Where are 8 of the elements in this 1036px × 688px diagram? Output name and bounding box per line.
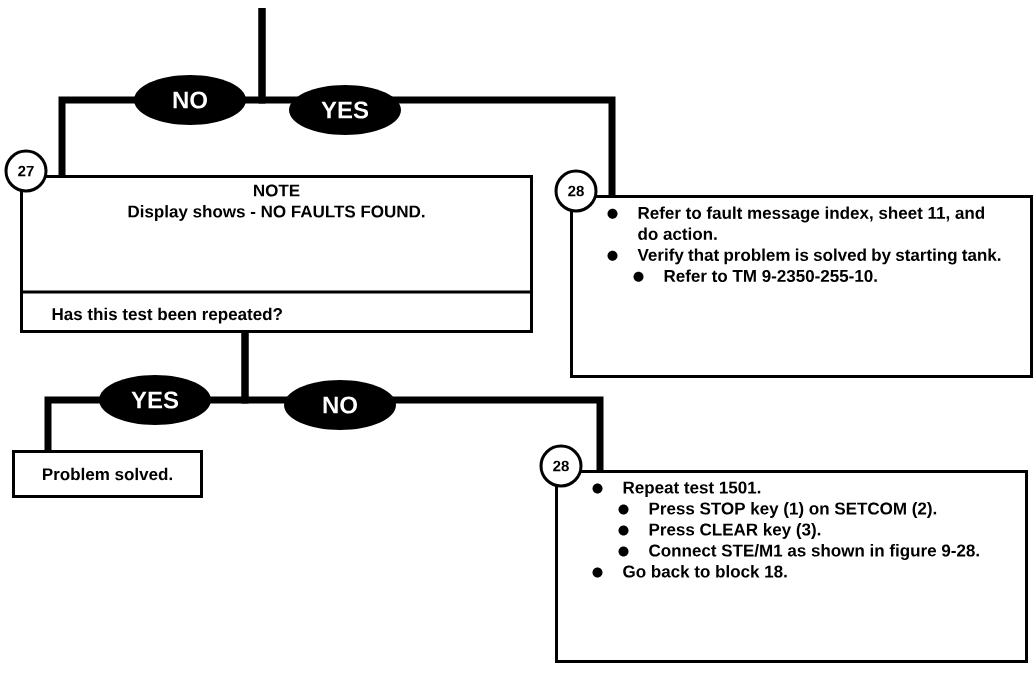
decision-oval: YES bbox=[99, 375, 211, 425]
decision-oval: YES bbox=[289, 85, 401, 135]
decision-oval: NO bbox=[134, 75, 246, 125]
step-number: 28 bbox=[539, 444, 583, 488]
result-box: Problem solved. bbox=[12, 450, 203, 498]
decision-oval: NO bbox=[284, 380, 396, 430]
step-number: 27 bbox=[4, 149, 48, 193]
step-number: 28 bbox=[554, 169, 598, 213]
